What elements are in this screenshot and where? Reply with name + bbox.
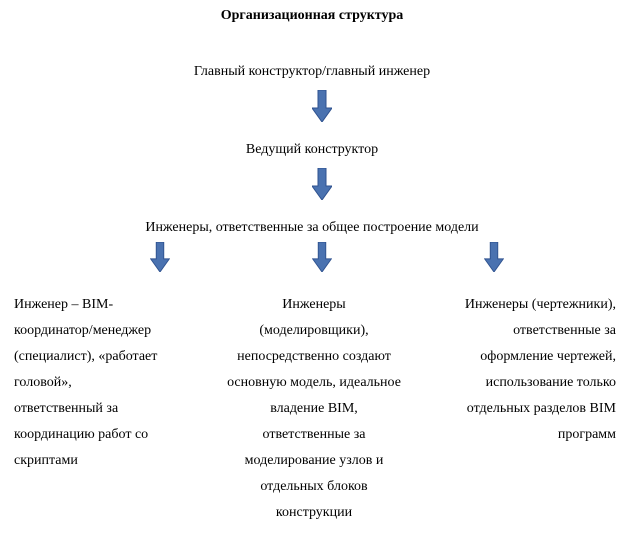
- branch-line: координатор/менеджер: [14, 323, 152, 338]
- branch-line: Инженеры (чертежники),: [464, 297, 616, 312]
- down-arrow-icon: [312, 168, 332, 200]
- diagram-title: Организационная структура: [220, 8, 404, 23]
- level-lead-designer: Ведущий конструктор: [245, 142, 379, 157]
- branch-line: головой»,: [14, 375, 72, 390]
- branch-line: (моделировщики),: [259, 323, 369, 338]
- branch-line: отдельных блоков: [260, 479, 368, 494]
- branch-line: скриптами: [14, 453, 78, 468]
- branch-line: ответственный за: [14, 401, 119, 416]
- level-chief-engineer: Главный конструктор/главный инженер: [193, 64, 431, 79]
- branch-line: отдельных разделов BIM: [466, 401, 616, 416]
- branch-line: Инженеры: [282, 297, 346, 312]
- branch-line: моделирование узлов и: [244, 453, 384, 468]
- branch-line: Инженер – BIM-: [14, 297, 114, 312]
- branch-modelers: Инженеры (моделировщики), непосредственн…: [214, 292, 414, 526]
- down-arrow-icon: [312, 242, 332, 274]
- branch-line: оформление чертежей,: [480, 349, 616, 364]
- down-arrow-icon: [150, 242, 170, 274]
- branch-line: программ: [557, 427, 616, 442]
- branch-line: ответственные за: [262, 427, 366, 442]
- level-model-engineers: Инженеры, ответственные за общее построе…: [145, 220, 479, 235]
- branch-line: (специалист), «работает: [14, 349, 158, 364]
- branch-line: использование только: [485, 375, 616, 390]
- branch-line: основную модель, идеальное: [227, 375, 401, 390]
- branch-line: координацию работ со: [14, 427, 149, 442]
- branch-line: владение BIM,: [270, 401, 358, 416]
- branch-line: непосредственно создают: [237, 349, 391, 364]
- branch-line: конструкции: [275, 505, 353, 520]
- down-arrow-icon: [312, 90, 332, 122]
- branch-drafters: Инженеры (чертежники), ответственные за …: [420, 292, 616, 448]
- branch-line: ответственные за: [513, 323, 616, 338]
- branch-bim-coordinator: Инженер – BIM- координатор/менеджер (спе…: [14, 292, 214, 474]
- down-arrow-icon: [484, 242, 504, 274]
